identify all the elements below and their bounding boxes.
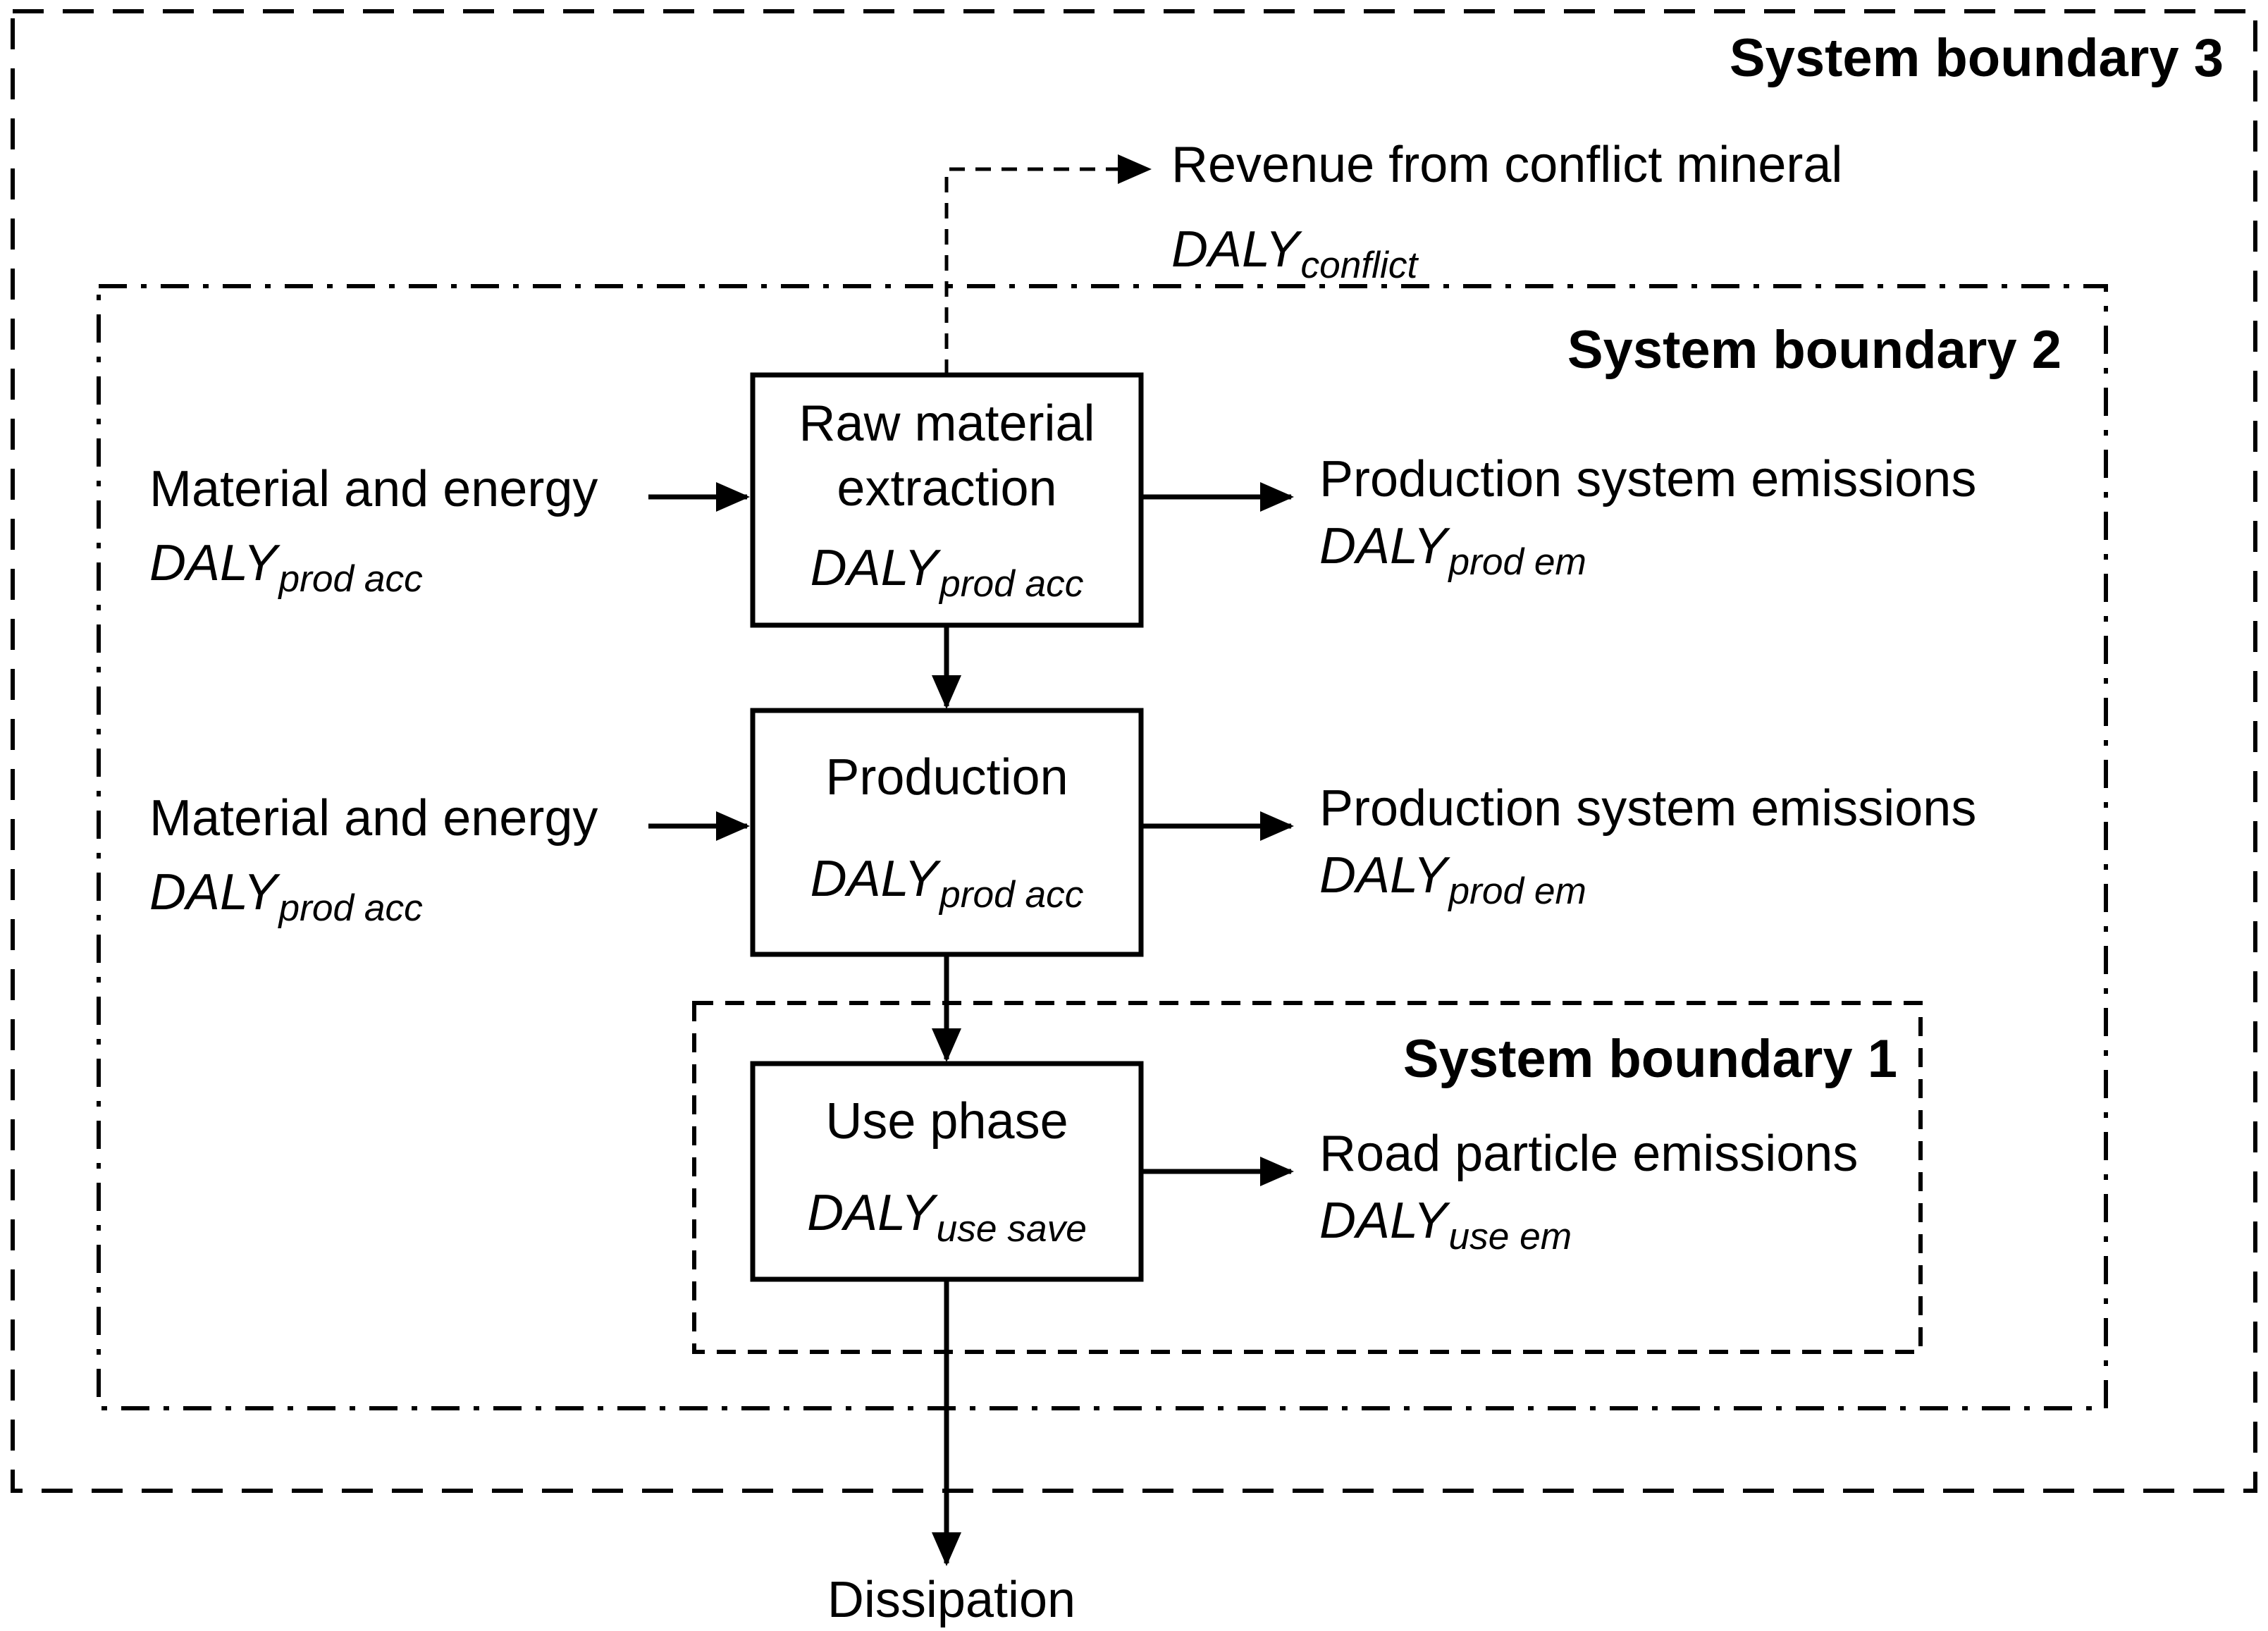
system-boundary-3-label: System boundary 3 [1729, 28, 2224, 88]
revenue-daly-main: DALY [1171, 221, 1300, 278]
use-phase-daly-sub: use save [936, 1207, 1087, 1250]
system-boundary-2-border [97, 284, 2108, 1410]
dissipation-label: Dissipation [827, 1572, 1076, 1628]
revenue-label: Revenue from conflict mineral [1171, 137, 1843, 193]
extraction-line2: extraction [837, 460, 1057, 517]
extraction-daly-sub: prod acc [939, 563, 1084, 605]
system-boundary-1-label: System boundary 1 [1403, 1029, 1897, 1089]
raw-material-extraction-text: Raw material extraction DALYprod acc [753, 375, 1141, 625]
raw-material-extraction-box [750, 372, 1144, 628]
input2-daly-sub: prod acc [278, 887, 423, 929]
extraction-daly-main: DALY [810, 540, 939, 597]
road-emissions-daly-main: DALY [1319, 1193, 1448, 1249]
input2-daly-main: DALY [149, 864, 278, 921]
revenue-dashed-arrow [944, 154, 1152, 375]
use-phase-box [750, 1061, 1144, 1282]
emissions2-label: Production system emissions [1319, 780, 1977, 837]
road-emissions-daly: DALYuse em [1319, 1191, 1572, 1260]
use-phase-text: Use phase DALYuse save [753, 1064, 1141, 1279]
production-text: Production DALYprod acc [753, 710, 1141, 954]
system-boundary-3-border [11, 9, 2257, 1493]
emissions2-daly-sub: prod em [1448, 870, 1586, 912]
revenue-daly-sub: conflict [1300, 244, 1418, 286]
emissions1-daly-main: DALY [1319, 518, 1448, 574]
production-daly-main: DALY [810, 850, 939, 907]
emissions1-daly-sub: prod em [1448, 541, 1586, 583]
system-boundary-2-label: System boundary 2 [1567, 320, 2061, 380]
production-daly: DALYprod acc [811, 847, 1084, 919]
use-phase-line1: Use phase [825, 1093, 1068, 1150]
emissions2-daly: DALYprod em [1319, 846, 1586, 914]
system-boundary-1-border [692, 1001, 1923, 1354]
revenue-daly: DALYconflict [1171, 220, 1417, 288]
production-line1: Production [825, 749, 1068, 806]
input1-daly: DALYprod acc [149, 534, 423, 602]
input2-daly: DALYprod acc [149, 863, 423, 931]
emissions1-label: Production system emissions [1319, 451, 1977, 507]
road-emissions-daly-sub: use em [1448, 1215, 1572, 1257]
use-phase-daly: DALYuse save [807, 1181, 1087, 1253]
input1-daly-sub: prod acc [278, 558, 423, 600]
emissions1-daly: DALYprod em [1319, 517, 1586, 585]
extraction-daly: DALYprod acc [811, 536, 1084, 608]
input1-daly-main: DALY [149, 535, 278, 591]
input2-label: Material and energy [149, 790, 598, 847]
emissions2-daly-main: DALY [1319, 847, 1448, 904]
production-daly-sub: prod acc [939, 873, 1084, 916]
use-phase-daly-main: DALY [807, 1184, 935, 1241]
road-emissions-label: Road particle emissions [1319, 1126, 1859, 1182]
extraction-line1: Raw material [799, 395, 1095, 453]
input1-label: Material and energy [149, 461, 598, 517]
production-box [750, 708, 1144, 957]
